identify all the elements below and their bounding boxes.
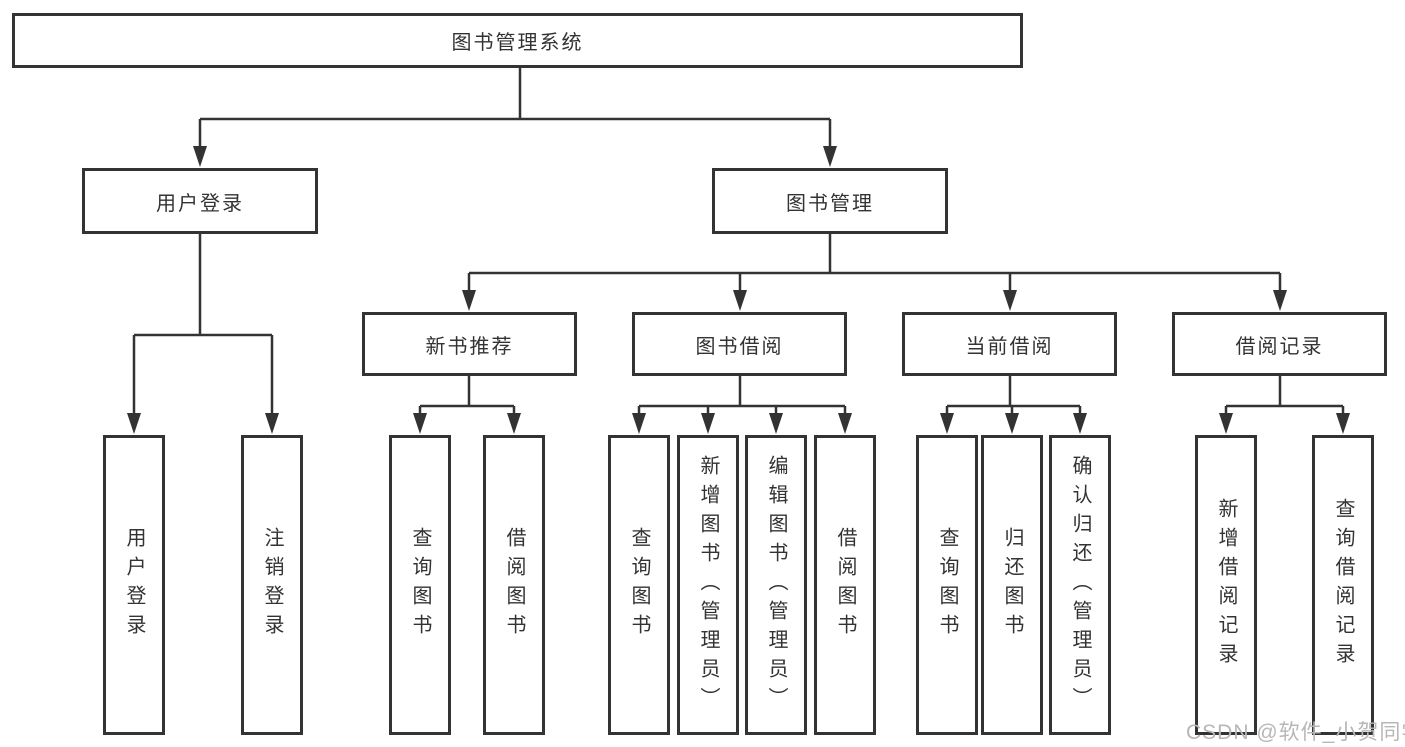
node-label: 图书管理系统: [451, 32, 584, 54]
node-borrow-records: 借阅记录: [1172, 312, 1387, 376]
node-new-book-recommend: 新书推荐: [362, 312, 577, 376]
leaf-add-borrow-record: 新增借阅记录: [1195, 435, 1257, 735]
node-label: 借阅图书: [834, 527, 856, 643]
leaf-query-borrow-record: 查询借阅记录: [1312, 435, 1374, 735]
node-book-management: 图书管理: [712, 168, 948, 234]
leaf-query-books-recommend: 查询图书: [389, 435, 451, 735]
node-label: 当前借阅: [965, 335, 1054, 358]
node-library-system-root: 图书管理系统: [12, 13, 1023, 68]
node-book-borrow: 图书借阅: [632, 312, 847, 376]
leaf-logout: 注销登录: [241, 435, 303, 735]
node-user-login: 用户登录: [82, 168, 318, 234]
node-label: 新增图书（管理员）: [697, 454, 719, 716]
node-label: 图书借阅: [695, 335, 784, 358]
node-label: 确认归还（管理员）: [1069, 454, 1091, 716]
node-label: 用户登录: [123, 527, 145, 643]
watermark-text: CSDN @软件_小贺同学: [1186, 721, 1405, 744]
leaf-query-books-borrow: 查询图书: [608, 435, 670, 735]
leaf-confirm-return-admin: 确认归还（管理员）: [1049, 435, 1111, 735]
node-label: 用户登录: [156, 192, 244, 215]
node-label: 查询图书: [628, 527, 650, 643]
node-label: 借阅记录: [1235, 335, 1324, 358]
leaf-user-login: 用户登录: [103, 435, 165, 735]
leaf-edit-book-admin: 编辑图书（管理员）: [745, 435, 807, 735]
node-label: 查询图书: [936, 527, 958, 643]
node-label: 注销登录: [261, 527, 283, 643]
node-label: 查询借阅记录: [1332, 498, 1354, 672]
node-label: 新书推荐: [425, 335, 514, 358]
leaf-add-book-admin: 新增图书（管理员）: [677, 435, 739, 735]
node-label: 借阅图书: [503, 527, 525, 643]
leaf-return-book: 归还图书: [981, 435, 1043, 735]
node-label: 编辑图书（管理员）: [765, 454, 787, 716]
leaf-borrow-books-borrow: 借阅图书: [814, 435, 876, 735]
node-label: 归还图书: [1001, 527, 1023, 643]
node-label: 新增借阅记录: [1215, 498, 1237, 672]
leaf-query-books-current: 查询图书: [916, 435, 978, 735]
node-label: 查询图书: [409, 527, 431, 643]
leaf-borrow-books-recommend: 借阅图书: [483, 435, 545, 735]
arrowheads: [127, 146, 1350, 434]
node-label: 图书管理: [786, 192, 874, 215]
node-current-borrow: 当前借阅: [902, 312, 1117, 376]
